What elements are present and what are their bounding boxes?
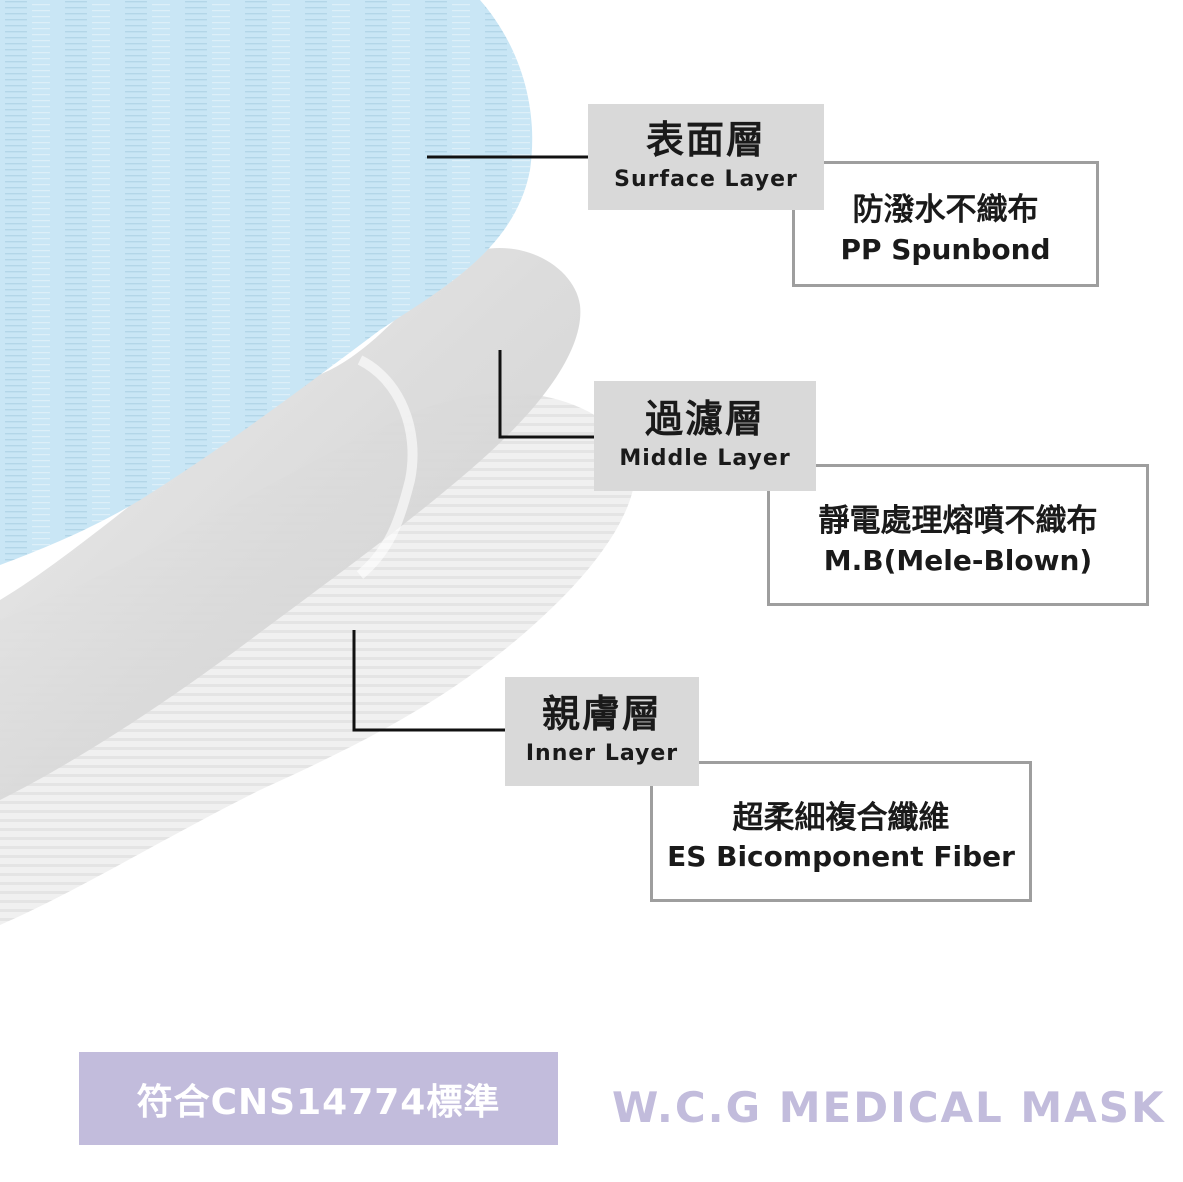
brand-name: W.C.G MEDICAL MASK <box>612 1083 1166 1132</box>
inner-layer-label: 親膚層 Inner Layer <box>505 677 699 786</box>
surface-material-box: 防潑水不織布 PP Spunbond <box>792 161 1099 287</box>
surface-material-zh: 防潑水不織布 <box>852 192 1039 229</box>
inner-leader-line <box>352 630 507 732</box>
surface-layer-title-zh: 表面層 <box>645 117 766 162</box>
surface-layer-label: 表面層 Surface Layer <box>588 104 824 210</box>
middle-layer-label: 過濾層 Middle Layer <box>594 381 816 491</box>
inner-material-box: 超柔細複合纖維 ES Bicomponent Fiber <box>650 761 1032 902</box>
middle-layer-fold <box>356 355 418 579</box>
surface-material-en: PP Spunbond <box>840 232 1051 266</box>
inner-layer-shape <box>0 393 636 925</box>
middle-layer-title-en: Middle Layer <box>619 445 791 471</box>
surface-layer-shape <box>0 0 533 565</box>
middle-material-en: M.B(Mele-Blown) <box>823 543 1093 577</box>
middle-material-box: 靜電處理熔噴不織布 M.B(Mele-Blown) <box>767 464 1149 606</box>
inner-material-en: ES Bicomponent Fiber <box>667 840 1015 874</box>
standard-badge: 符合CNS14774標準 <box>79 1052 558 1145</box>
inner-material-zh: 超柔細複合纖維 <box>732 799 950 836</box>
inner-layer-title-zh: 親膚層 <box>541 692 662 737</box>
middle-layer-shape <box>0 248 581 801</box>
surface-layer-title-en: Surface Layer <box>614 166 798 192</box>
inner-layer-title-en: Inner Layer <box>525 741 679 767</box>
middle-layer-title-zh: 過濾層 <box>644 396 765 441</box>
middle-leader-line <box>498 350 596 439</box>
middle-material-zh: 靜電處理熔噴不織布 <box>818 503 1098 540</box>
